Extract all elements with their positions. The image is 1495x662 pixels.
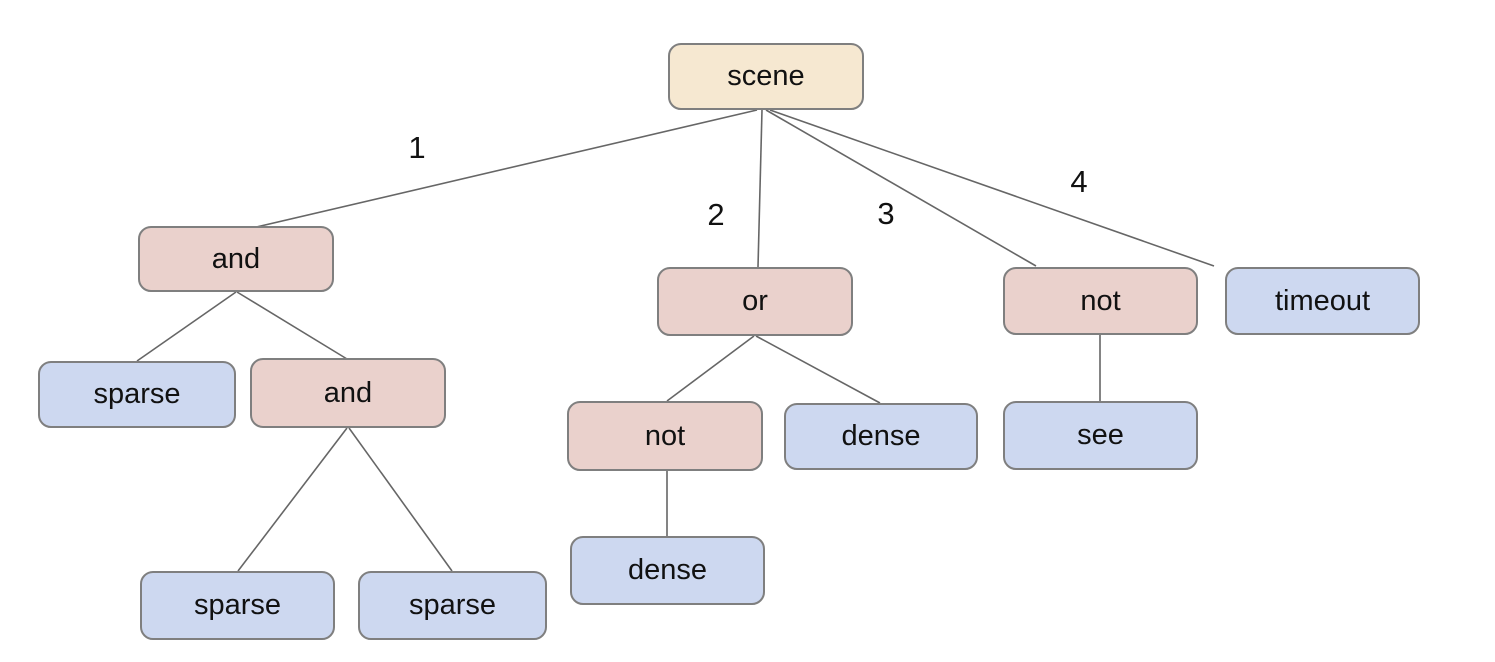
edge-scene-and1 bbox=[247, 109, 758, 230]
edge-scene-not1 bbox=[765, 109, 1037, 267]
node-sparse-3: sparse bbox=[358, 571, 547, 640]
node-or-1: or bbox=[657, 267, 853, 336]
edge-label-2: 2 bbox=[707, 197, 725, 232]
node-and-1: and bbox=[138, 226, 334, 292]
node-not-1: not bbox=[1003, 267, 1198, 335]
edge-scene-timeout bbox=[769, 109, 1215, 267]
node-not-2: not bbox=[567, 401, 763, 471]
edge-label-3: 3 bbox=[877, 196, 895, 231]
node-dense-1: dense bbox=[784, 403, 978, 470]
node-and-2: and bbox=[250, 358, 446, 428]
node-sparse-2: sparse bbox=[140, 571, 335, 640]
node-dense-2: dense bbox=[570, 536, 765, 605]
edge-or1-dense1 bbox=[755, 335, 881, 404]
node-see: see bbox=[1003, 401, 1198, 470]
edge-and2-sparse2 bbox=[237, 427, 348, 572]
edge-label-4: 4 bbox=[1070, 164, 1088, 199]
edge-label-1: 1 bbox=[408, 130, 426, 165]
edge-or1-not2 bbox=[666, 335, 755, 402]
node-timeout: timeout bbox=[1225, 267, 1420, 335]
node-scene: scene bbox=[668, 43, 864, 110]
node-sparse-1: sparse bbox=[38, 361, 236, 428]
edge-and2-sparse3 bbox=[348, 427, 453, 572]
edge-scene-or1 bbox=[757, 109, 763, 268]
edge-and1-sparse1 bbox=[136, 291, 237, 362]
edge-and1-and2 bbox=[236, 291, 348, 360]
